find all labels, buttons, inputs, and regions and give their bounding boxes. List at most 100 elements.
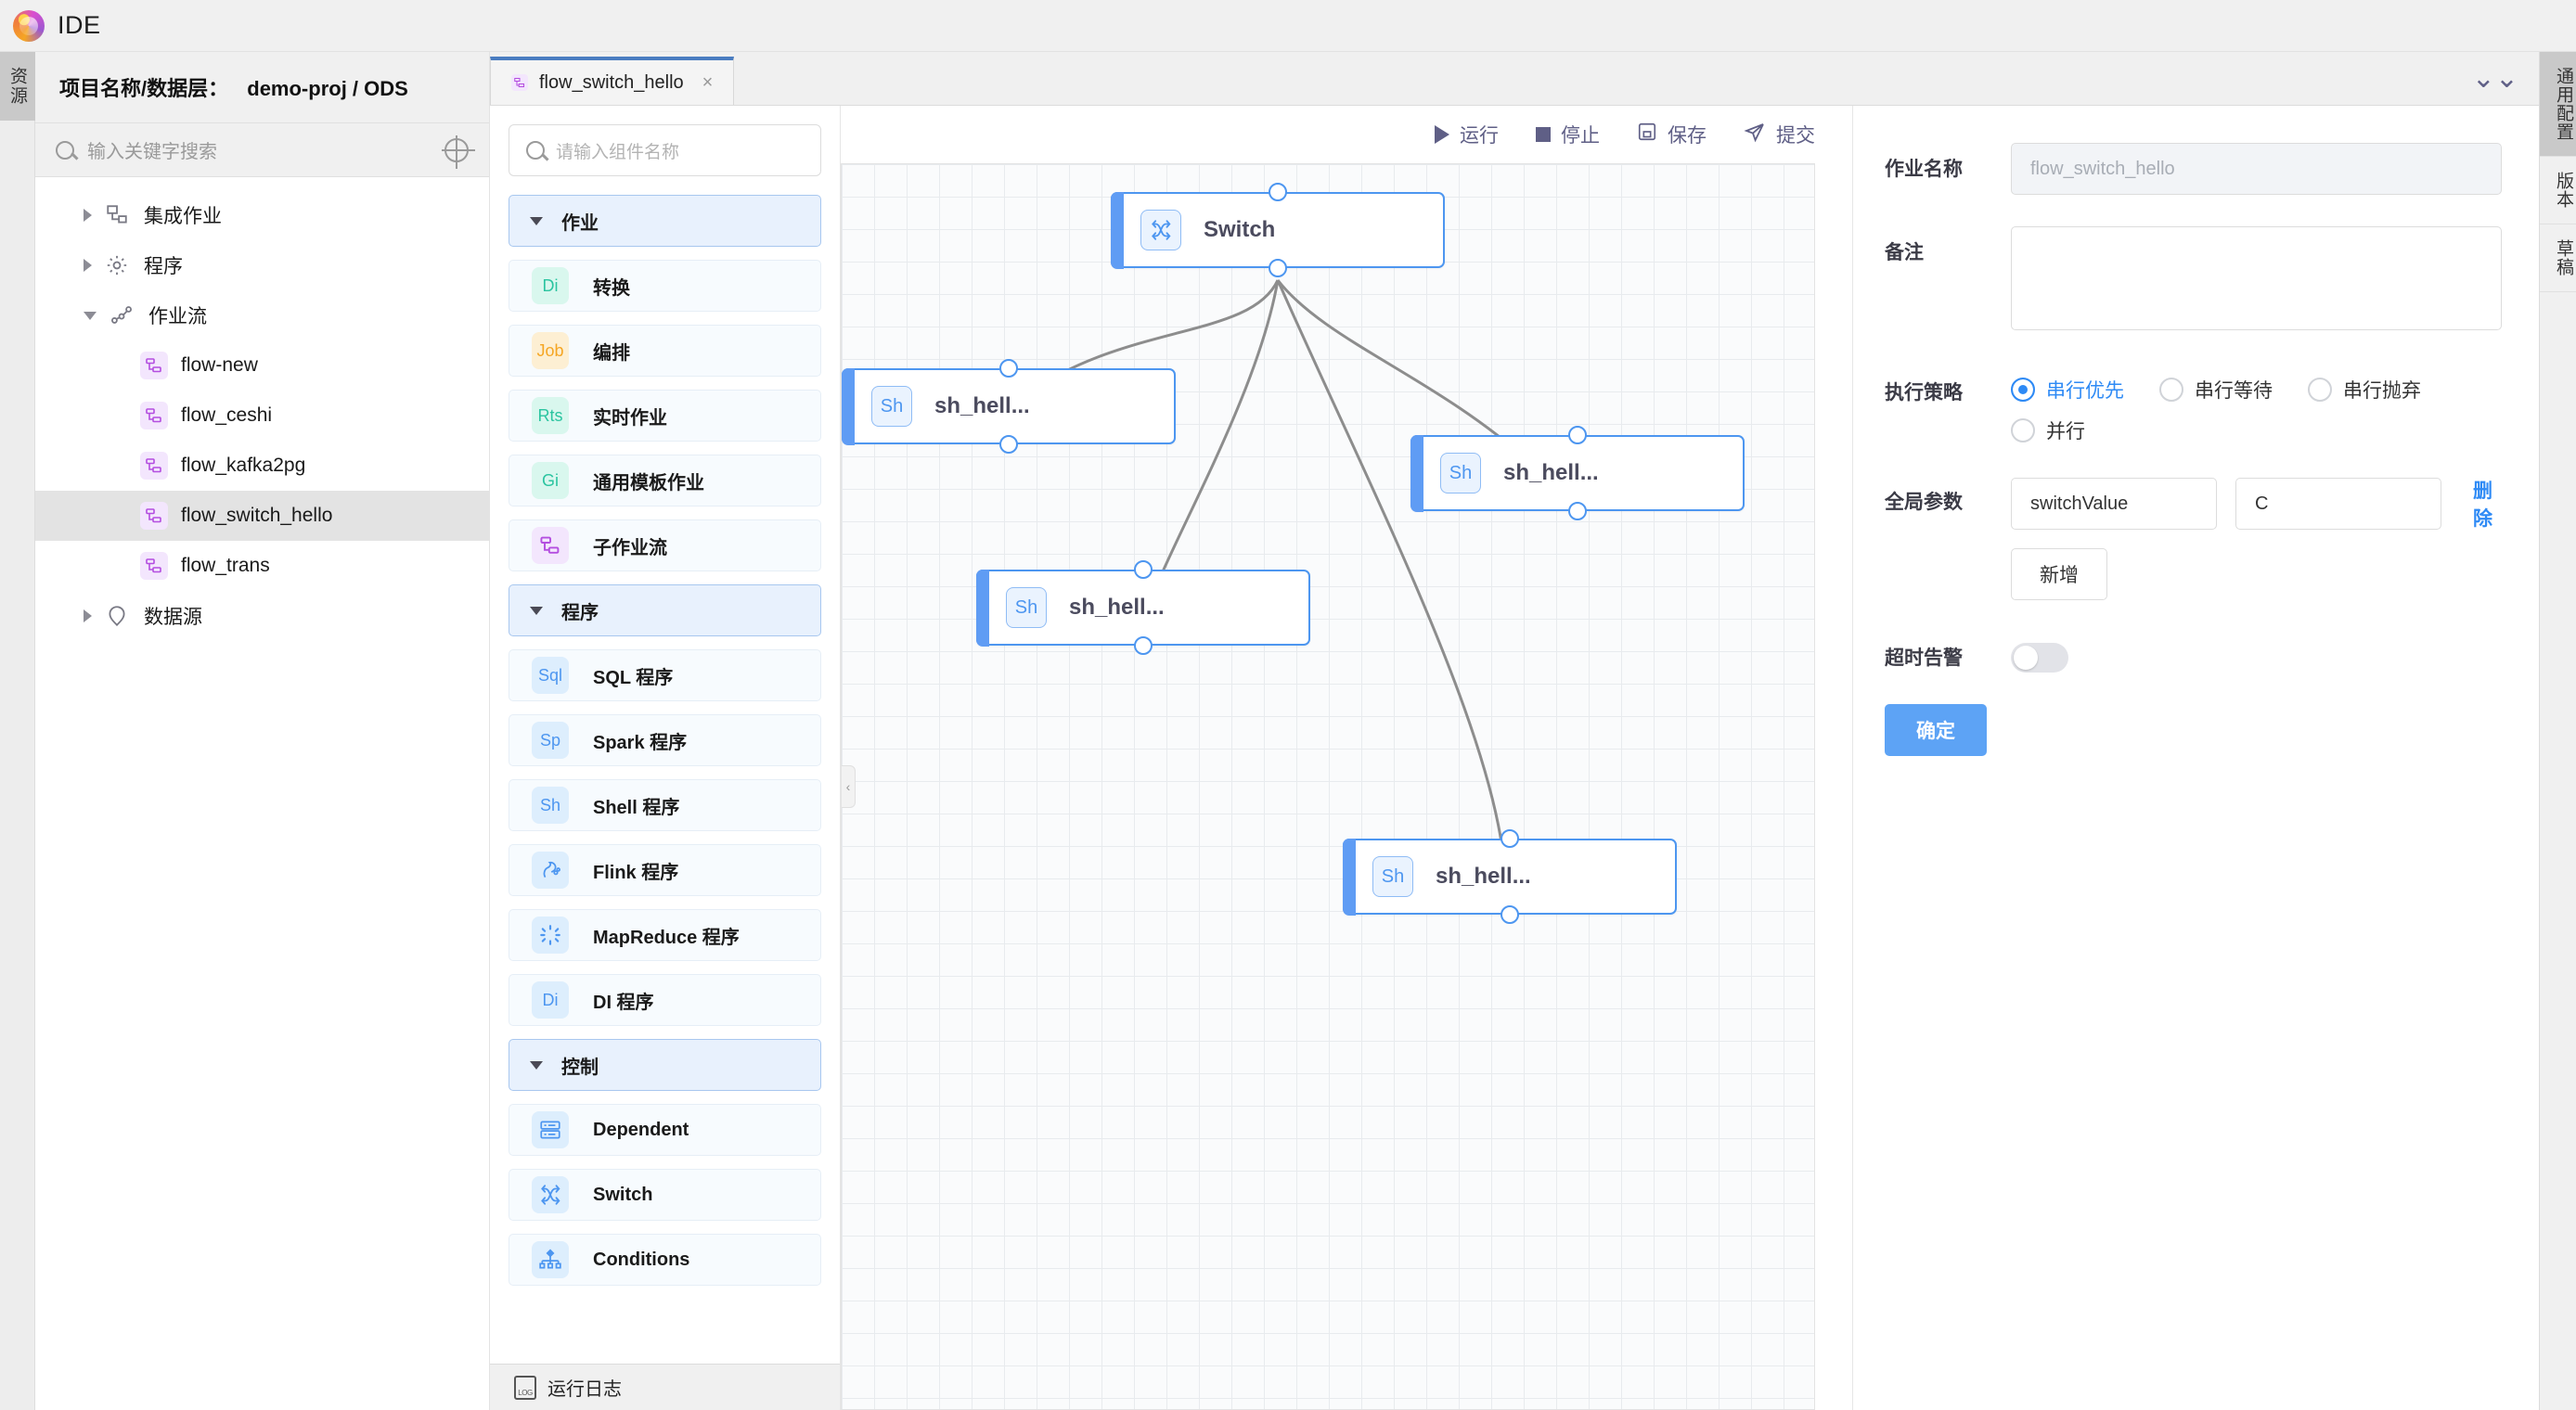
node-port-bottom[interactable] xyxy=(1269,259,1287,277)
palette-item-Dependent[interactable]: Dependent xyxy=(509,1104,821,1156)
caret-right-icon[interactable] xyxy=(84,259,92,272)
add-param-button[interactable]: 新增 xyxy=(2011,548,2107,600)
tree-item-作业流[interactable]: 作业流 xyxy=(35,290,489,340)
node-port-top[interactable] xyxy=(1269,183,1287,201)
param-key-input[interactable] xyxy=(2011,478,2217,530)
delete-param-link[interactable]: 删除 xyxy=(2473,481,2492,530)
node-port-bottom[interactable] xyxy=(1501,905,1519,924)
palette-item-SQL 程序[interactable]: Sql SQL 程序 xyxy=(509,649,821,701)
toolbar-button-停止[interactable]: 停止 xyxy=(1536,121,1600,148)
sidebar-search-input[interactable]: 输入关键字搜索 xyxy=(87,142,217,162)
strategy-radio-并行[interactable]: 并行 xyxy=(2011,417,2479,444)
tree-item-集成作业[interactable]: 集成作业 xyxy=(35,190,489,240)
tree-item-flow_switch_hello[interactable]: flow_switch_hello xyxy=(35,491,489,541)
palette-item-Conditions[interactable]: Conditions xyxy=(509,1234,821,1286)
flow-node-sh_hell[interactable]: Sh sh_hell... xyxy=(975,560,1310,655)
palette-item-label: Conditions xyxy=(593,1249,690,1270)
flow-node-sh_hell[interactable]: Sh sh_hell... xyxy=(842,359,1176,454)
radio-dot-icon xyxy=(2011,418,2035,442)
gear-icon xyxy=(103,251,131,279)
palette-group-label: 程序 xyxy=(561,602,599,623)
play-icon xyxy=(1435,125,1449,144)
palette-item-label: Spark 程序 xyxy=(593,732,688,753)
timeout-toggle[interactable] xyxy=(2011,643,2068,673)
sidebar-search[interactable]: 输入关键字搜索 xyxy=(35,123,489,177)
toolbar-button-提交[interactable]: 提交 xyxy=(1744,121,1815,148)
save-icon xyxy=(1637,122,1657,147)
right-rail-tab-草稿[interactable]: 草稿 xyxy=(2540,224,2576,292)
flow-node-Switch[interactable]: Switch xyxy=(1110,183,1445,277)
flow-icon xyxy=(140,402,168,429)
remark-textarea[interactable] xyxy=(2011,226,2502,330)
node-port-top[interactable] xyxy=(1501,829,1519,848)
flow-node-sh_hell[interactable]: Sh sh_hell... xyxy=(1342,829,1677,924)
strategy-radio-串行等待[interactable]: 串行等待 xyxy=(2159,376,2273,404)
palette-search-input[interactable]: 请输入组件名称 xyxy=(556,142,680,162)
palette-item-Flink 程序[interactable]: Flink 程序 xyxy=(509,844,821,896)
tree-item-flow_ceshi[interactable]: flow_ceshi xyxy=(35,391,489,441)
tree-item-flow_kafka2pg[interactable]: flow_kafka2pg xyxy=(35,441,489,491)
tree-item-flow_trans[interactable]: flow_trans xyxy=(35,541,489,591)
submit-icon xyxy=(1744,121,1766,148)
confirm-button[interactable]: 确定 xyxy=(1885,704,1987,756)
close-icon[interactable]: × xyxy=(702,71,714,93)
palette-item-Shell 程序[interactable]: Sh Shell 程序 xyxy=(509,779,821,831)
palette-item-label: Switch xyxy=(593,1184,653,1205)
node-port-top[interactable] xyxy=(1134,560,1153,579)
node-port-top[interactable] xyxy=(1568,426,1587,444)
caret-right-icon[interactable] xyxy=(84,209,92,222)
palette-item-实时作业[interactable]: Rts 实时作业 xyxy=(509,390,821,442)
toolbar-button-label: 停止 xyxy=(1561,125,1600,147)
palette-item-DI 程序[interactable]: Di DI 程序 xyxy=(509,974,821,1026)
caret-right-icon[interactable] xyxy=(84,609,92,622)
stop-icon xyxy=(1536,127,1551,142)
run-log-bar[interactable]: LOG 运行日志 xyxy=(490,1364,840,1410)
flow-icon xyxy=(140,452,168,480)
node-port-bottom[interactable] xyxy=(1568,502,1587,520)
flow-node-label: sh_hell... xyxy=(1436,864,1531,889)
tree-item-数据源[interactable]: 数据源 xyxy=(35,591,489,641)
chevron-left-icon[interactable]: ‹ xyxy=(842,765,856,808)
palette-search[interactable]: 请输入组件名称 xyxy=(509,124,821,176)
toolbar-button-运行[interactable]: 运行 xyxy=(1435,121,1499,148)
conditions-icon xyxy=(532,1241,569,1278)
palette-item-Spark 程序[interactable]: Sp Spark 程序 xyxy=(509,714,821,766)
palette-group-控制[interactable]: 控制 xyxy=(509,1039,821,1091)
toolbar-button-保存[interactable]: 保存 xyxy=(1637,121,1707,148)
palette-item-编排[interactable]: Job 编排 xyxy=(509,325,821,377)
radio-dot-icon xyxy=(2308,378,2332,402)
palette-item-转换[interactable]: Di 转换 xyxy=(509,260,821,312)
node-port-bottom[interactable] xyxy=(1134,636,1153,655)
tree-item-程序[interactable]: 程序 xyxy=(35,240,489,290)
palette-item-Switch[interactable]: Switch xyxy=(509,1169,821,1221)
node-port-top[interactable] xyxy=(999,359,1018,378)
right-rail-tab-版本[interactable]: 版本 xyxy=(2540,157,2576,224)
right-rail-tab-通用配置[interactable]: 通用配置 xyxy=(2540,52,2576,157)
strategy-radio-串行抛弃[interactable]: 串行抛弃 xyxy=(2308,376,2421,404)
job-name-input[interactable] xyxy=(2011,143,2502,195)
tree-item-flow-new[interactable]: flow-new xyxy=(35,340,489,391)
editor-column: flow_switch_hello × ⌄⌄ 请输入组件名称 作业 Di 转换 Jo… xyxy=(490,52,2539,1410)
rail-tab-resource[interactable]: 资源 xyxy=(0,52,35,121)
caret-down-icon[interactable] xyxy=(84,311,97,320)
tree-item-label: flow_trans xyxy=(181,555,270,576)
palette-group-程序[interactable]: 程序 xyxy=(509,584,821,636)
canvas-wrapper: 运行 停止 保存 提交 ‹ xyxy=(841,106,1852,1410)
strategy-radio-串行优先[interactable]: 串行优先 xyxy=(2011,376,2124,404)
palette-item-通用模板作业[interactable]: Gi 通用模板作业 xyxy=(509,455,821,506)
flow-node-sh_hell[interactable]: Sh sh_hell... xyxy=(1410,426,1745,520)
palette-item-MapReduce 程序[interactable]: MapReduce 程序 xyxy=(509,909,821,961)
left-rail: 资源 xyxy=(0,52,35,1410)
palette-group-作业[interactable]: 作业 xyxy=(509,195,821,247)
sql-badge-icon: Sql xyxy=(532,657,569,694)
flow-canvas[interactable]: ‹ xyxy=(841,163,1815,1410)
node-port-bottom[interactable] xyxy=(999,435,1018,454)
target-icon[interactable] xyxy=(442,135,475,169)
double-chevron-down-icon[interactable]: ⌄⌄ xyxy=(2471,62,2518,94)
editor-tab-flow-switch-hello[interactable]: flow_switch_hello × xyxy=(490,57,735,105)
rts-badge-icon: Rts xyxy=(532,397,569,434)
param-value-input[interactable] xyxy=(2235,478,2441,530)
palette-item-子作业流[interactable]: 子作业流 xyxy=(509,519,821,571)
switch-icon xyxy=(532,1176,569,1213)
